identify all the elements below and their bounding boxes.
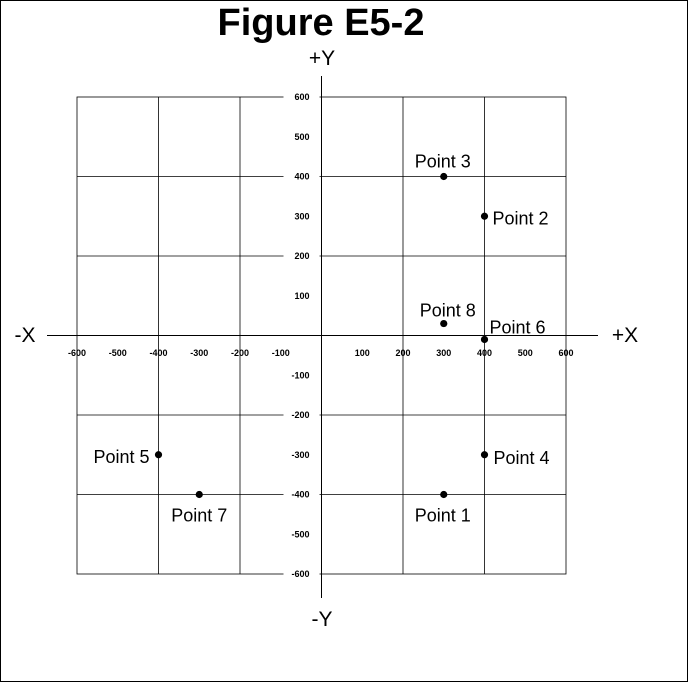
x-tick-label: -500 <box>109 348 127 358</box>
data-point-1 <box>440 490 448 499</box>
x-tick-label: -100 <box>272 348 290 358</box>
data-point-3 <box>440 172 448 181</box>
data-point-label: Point 7 <box>171 506 227 526</box>
axis-label-pos-y: +Y <box>309 47 335 70</box>
x-tick-label: 100 <box>355 348 370 358</box>
data-point-4 <box>480 451 489 459</box>
data-point-5 <box>154 451 163 459</box>
data-point-label: Point 5 <box>93 447 149 467</box>
data-point-6 <box>480 335 489 344</box>
y-tick-label: 400 <box>294 172 309 182</box>
data-point-label: Point 4 <box>494 448 550 468</box>
tick-labels: -600 -500 -400 -300 -200 -100 100 200 300 400 500 6… <box>68 91 574 580</box>
y-tick-bg <box>283 250 320 262</box>
y-tick-bg <box>283 528 320 541</box>
y-tick-label: 200 <box>294 251 309 261</box>
axes <box>47 76 598 598</box>
y-tick-bg <box>283 210 320 223</box>
y-tick-label: 600 <box>294 92 309 102</box>
y-tick-bg <box>283 289 320 302</box>
x-tick-label: -300 <box>190 348 208 358</box>
axis-label-pos-x: +X <box>612 324 638 347</box>
y-tick-label: -200 <box>291 410 309 420</box>
x-tick-label: -400 <box>149 348 167 358</box>
data-point-7 <box>195 490 203 499</box>
x-tick-label: -600 <box>68 348 86 358</box>
axis-label-neg-x: -X <box>15 324 36 347</box>
x-tick-label: 200 <box>395 348 410 358</box>
data-point-label: Point 6 <box>490 317 546 337</box>
x-tick-label: -200 <box>231 348 249 358</box>
y-tick-bg <box>283 170 320 183</box>
y-tick-label: 300 <box>294 211 309 221</box>
y-tick-label: 500 <box>294 132 309 142</box>
x-tick-label: 600 <box>558 348 573 358</box>
y-tick-bg <box>283 488 320 501</box>
y-tick-label: -600 <box>291 569 309 579</box>
y-tick-label: -500 <box>291 529 309 539</box>
y-tick-bg <box>283 91 320 103</box>
y-tick-label: -400 <box>291 490 309 500</box>
data-point-label: Point 2 <box>493 208 549 228</box>
x-tick-label: 400 <box>477 348 492 358</box>
data-point-label: Point 8 <box>420 301 476 321</box>
data-points: Point 1 Point 2 Point 3 Point 4 Point 5 Point… <box>93 152 549 526</box>
axis-label-neg-y: -Y <box>312 608 333 631</box>
data-point-8 <box>440 319 448 328</box>
chart-title: Figure E5-2 <box>218 2 425 44</box>
x-tick-label: 300 <box>436 348 451 358</box>
y-tick-bg <box>283 130 320 143</box>
data-point-2 <box>480 212 489 220</box>
y-tick-bg <box>283 409 320 421</box>
y-tick-bg <box>283 369 320 382</box>
y-tick-bg <box>283 568 320 580</box>
y-tick-label: -300 <box>291 450 309 460</box>
y-tick-label: -100 <box>291 370 309 380</box>
y-tick-label: 100 <box>294 291 309 301</box>
x-tick-label: 500 <box>518 348 533 358</box>
data-point-label: Point 3 <box>415 152 471 172</box>
data-point-label: Point 1 <box>415 506 471 526</box>
y-tick-bg <box>283 448 320 461</box>
